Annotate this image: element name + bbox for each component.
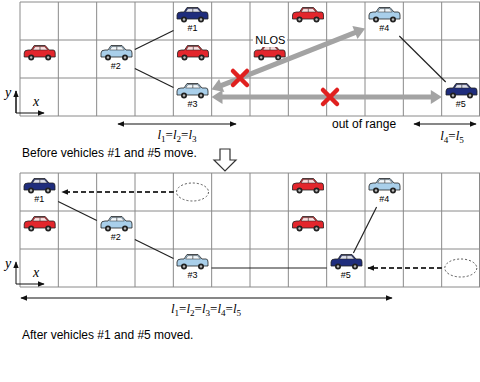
road-grid — [20, 173, 480, 287]
vehicle-number: #5 — [442, 99, 480, 110]
road-grid — [20, 2, 480, 116]
movement-arrow — [62, 191, 174, 193]
car-icon — [175, 6, 209, 23]
car-icon — [99, 44, 133, 61]
dimension-arrow — [414, 123, 476, 124]
vehicle-number: #4 — [365, 23, 403, 34]
annotation: Before vehicles #1 and #5 move. — [22, 146, 197, 160]
vehicle-number: #3 — [173, 99, 211, 110]
annotation: out of range — [332, 117, 396, 131]
edge-label: NLOS — [253, 33, 287, 47]
car-icon — [329, 253, 363, 270]
vehicle-number: #3 — [173, 270, 211, 281]
annotation: l1=l2=l3=l4=l5 — [171, 302, 241, 316]
link-attempt — [211, 26, 365, 92]
movement-arrow — [368, 267, 442, 269]
red-car — [24, 46, 55, 61]
annotation: l1=l2=l3 — [157, 128, 196, 142]
link — [135, 68, 174, 87]
annotation: l4=l5 — [440, 129, 464, 143]
vehicle: #1 — [20, 177, 58, 207]
arrow-head — [211, 79, 224, 92]
connector-line — [353, 207, 376, 253]
axis-arrow — [16, 91, 44, 113]
blocked-mark — [323, 90, 337, 104]
vehicle: #2 — [97, 215, 135, 245]
annotation: y — [5, 257, 11, 271]
red-car — [178, 46, 209, 61]
vehicle: #3 — [173, 253, 211, 283]
vehicle-number: #1 — [20, 194, 58, 205]
axis-arrow — [16, 262, 17, 284]
transition-arrow — [214, 149, 236, 171]
car-icon — [99, 215, 133, 232]
former-position — [177, 183, 209, 201]
red-car — [293, 179, 324, 194]
dimension-arrow — [21, 297, 392, 298]
vehicle-number: #4 — [365, 194, 403, 205]
link-attempt — [211, 90, 441, 104]
link — [399, 36, 445, 82]
axis-arrow — [16, 91, 17, 113]
vehicle-number: #2 — [97, 232, 135, 243]
car-icon — [22, 177, 56, 194]
vehicle-number: #2 — [97, 61, 135, 72]
former-position — [445, 259, 477, 277]
connector-line — [135, 68, 174, 87]
vehicle: #1 — [173, 6, 211, 36]
red-car — [254, 46, 285, 61]
vehicle: #3 — [173, 82, 211, 112]
vehicle-number: #5 — [327, 270, 365, 281]
red-car — [293, 8, 324, 23]
connector-line — [135, 30, 174, 49]
vehicle: #4 — [365, 177, 403, 207]
annotation: y — [5, 86, 11, 100]
car-icon — [175, 253, 209, 270]
connector-line — [211, 267, 326, 268]
vehicle: #5 — [442, 82, 480, 112]
vehicle: #2 — [97, 44, 135, 74]
vehicle: #4 — [365, 6, 403, 36]
vehicle-number: #1 — [173, 23, 211, 34]
link — [135, 239, 174, 258]
annotation: x — [33, 95, 39, 109]
red-car — [293, 217, 324, 232]
connector-line — [135, 239, 174, 258]
arrow-head — [352, 26, 365, 39]
link — [211, 268, 326, 269]
connector-line — [220, 32, 357, 86]
dimension-arrow — [118, 123, 236, 124]
link — [353, 207, 376, 253]
annotation: x — [33, 266, 39, 280]
connector-line — [58, 201, 97, 220]
car-icon — [444, 82, 478, 99]
link — [135, 30, 174, 49]
link — [58, 201, 97, 220]
car-icon — [367, 177, 401, 194]
red-car — [24, 217, 55, 232]
car-icon — [367, 6, 401, 23]
car-icon — [175, 82, 209, 99]
vehicle: #5 — [327, 253, 365, 283]
arrow-head — [431, 90, 442, 104]
axis-arrow — [16, 284, 44, 285]
blocked-mark — [233, 71, 247, 85]
annotation: After vehicles #1 and #5 moved. — [22, 328, 193, 342]
arrow-head — [211, 90, 222, 104]
connector-line — [399, 36, 445, 82]
